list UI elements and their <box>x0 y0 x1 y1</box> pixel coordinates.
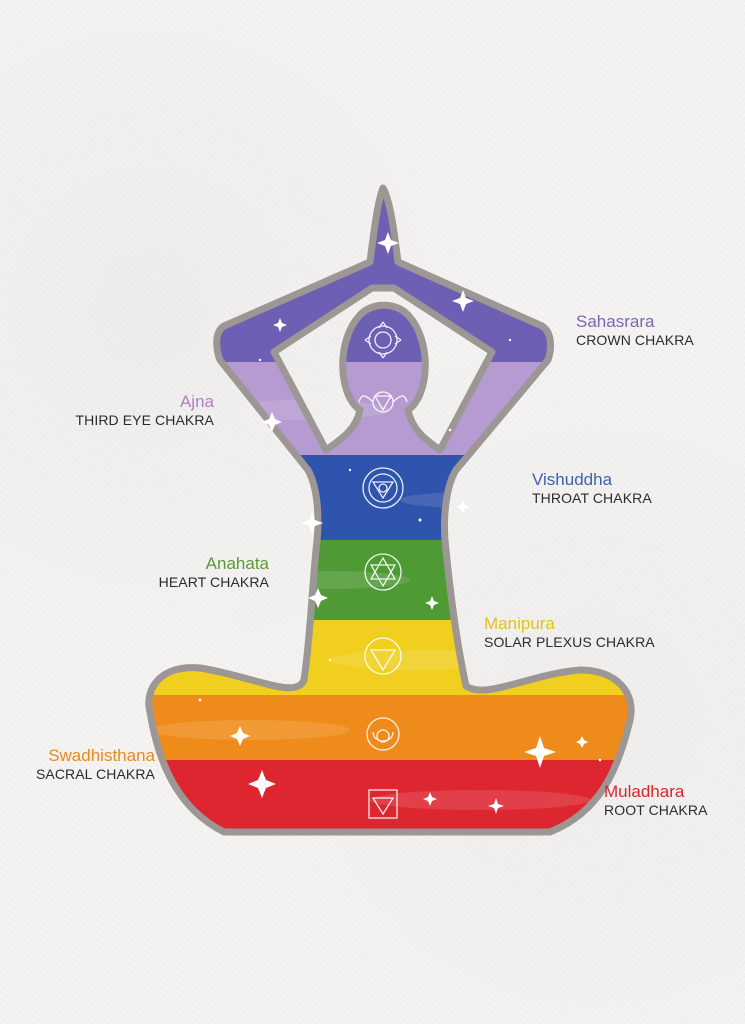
label-muladhara: Muladhara ROOT CHAKRA <box>604 782 708 818</box>
throat-chakra-symbol <box>362 467 404 509</box>
chakra-name: Swadhisthana <box>48 746 155 765</box>
chakra-subtitle: ROOT CHAKRA <box>604 801 708 818</box>
chakra-subtitle: THROAT CHAKRA <box>532 489 652 506</box>
label-vishuddha: Vishuddha THROAT CHAKRA <box>532 470 652 506</box>
label-sahasrara: Sahasrara CROWN CHAKRA <box>576 312 694 348</box>
chakra-name: Vishuddha <box>532 470 613 489</box>
band-third-eye <box>148 362 632 460</box>
crown-chakra-symbol <box>364 321 402 359</box>
chakra-subtitle: HEART CHAKRA <box>158 573 269 590</box>
chakra-subtitle: SACRAL CHAKRA <box>35 765 155 782</box>
label-swadhisthana: Swadhisthana SACRAL CHAKRA <box>36 746 155 782</box>
chakra-name: Sahasrara <box>576 312 655 331</box>
label-ajna: Ajna THIRD EYE CHAKRA <box>75 392 214 428</box>
chakra-name: Muladhara <box>604 782 685 801</box>
label-anahata: Anahata HEART CHAKRA <box>159 554 269 590</box>
third-eye-chakra-symbol <box>358 391 408 413</box>
root-chakra-symbol <box>368 789 398 819</box>
sparkles <box>198 232 602 814</box>
solar-plexus-chakra-symbol <box>364 637 402 675</box>
chakra-name: Manipura <box>484 614 555 633</box>
heart-chakra-symbol <box>364 553 402 591</box>
label-manipura: Manipura SOLAR PLEXUS CHAKRA <box>484 614 655 650</box>
chakra-symbols <box>358 321 408 819</box>
chakra-subtitle: THIRD EYE CHAKRA <box>75 411 214 428</box>
sacral-chakra-symbol <box>366 717 400 751</box>
chakra-subtitle: SOLAR PLEXUS CHAKRA <box>484 633 655 650</box>
chakra-name: Anahata <box>205 554 269 573</box>
chakra-subtitle: CROWN CHAKRA <box>576 331 694 348</box>
chakra-color-bands <box>148 188 632 832</box>
chakra-name: Ajna <box>179 392 214 411</box>
band-root <box>148 760 632 832</box>
